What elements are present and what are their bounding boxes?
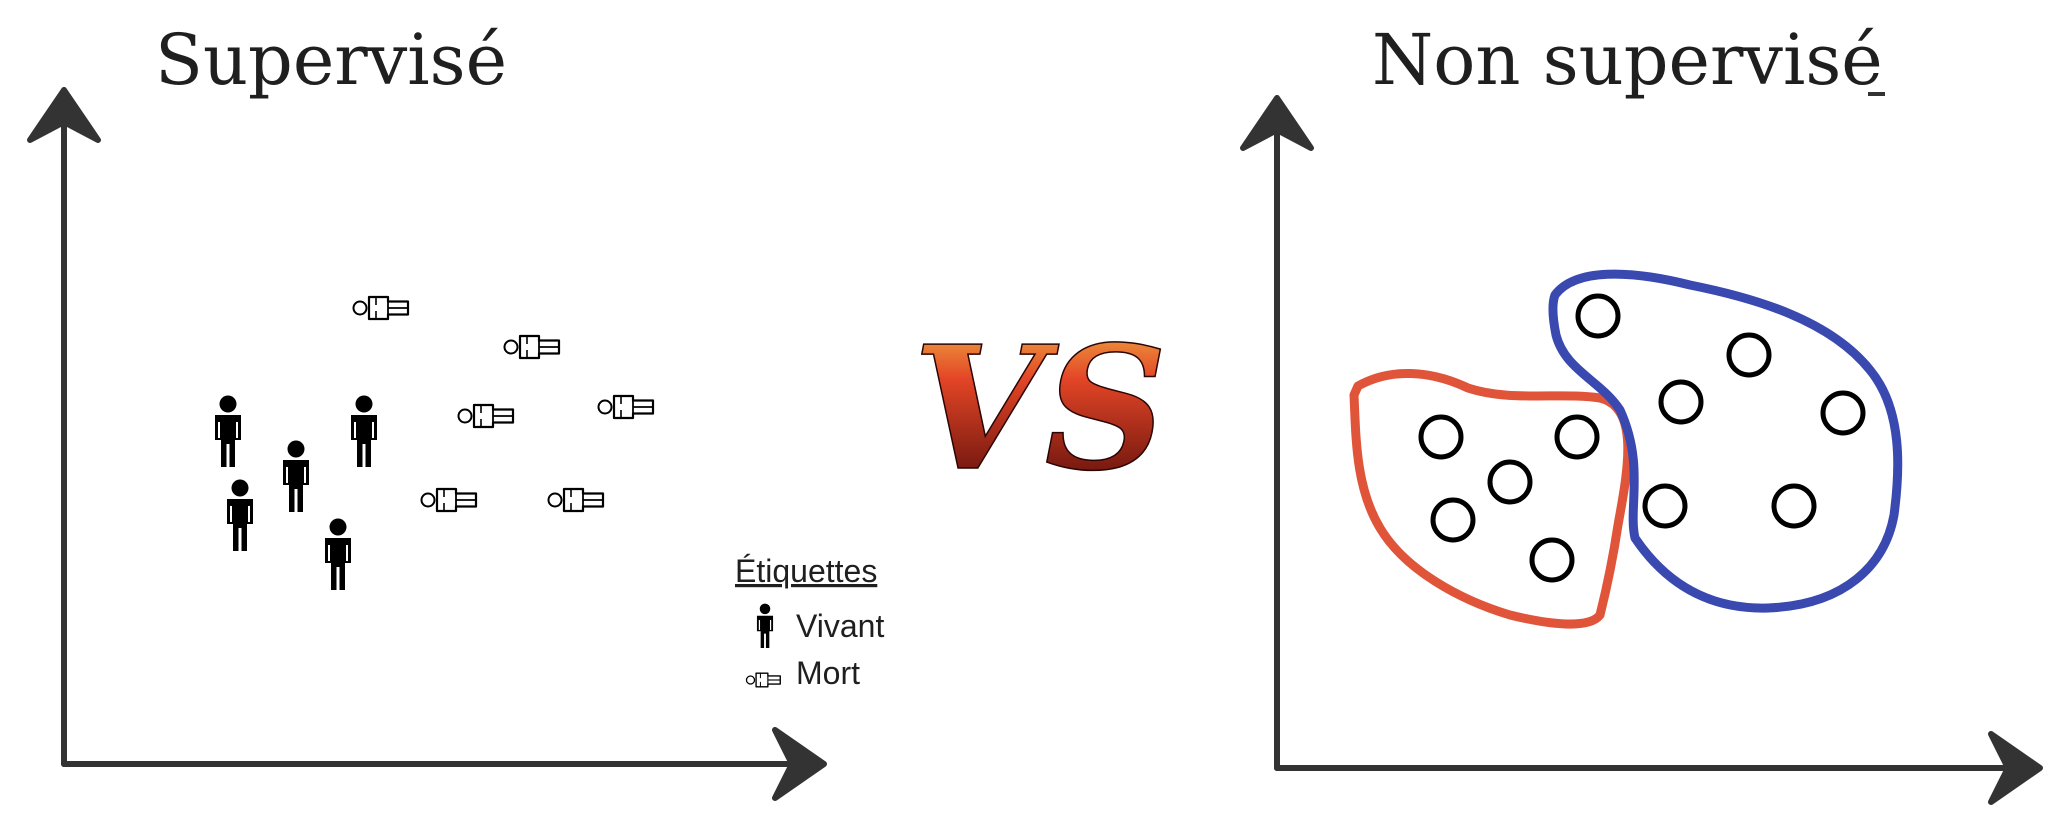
alive-points: [214, 394, 378, 591]
vs-logo: VS VS: [905, 301, 1176, 517]
lying-person-icon: [503, 334, 561, 360]
left-axes: [27, 87, 827, 801]
right-panel: Non supervisé: [1240, 19, 2043, 805]
data-point: [1430, 497, 1476, 543]
lying-person-icon: [597, 394, 655, 420]
cluster-points: [1418, 293, 1866, 583]
legend-title: Étiquettes: [735, 553, 877, 589]
vs-outline: VS: [913, 309, 1168, 509]
left-panel: Supervisé Étiquettes Vivant: [27, 19, 884, 801]
legend-label-dead: Mort: [796, 655, 860, 691]
standing-person-icon: [226, 478, 254, 552]
vs-text: VS: [913, 309, 1168, 509]
cluster-blue-outline: [1548, 269, 1903, 613]
dead-points: [352, 295, 655, 513]
right-title: Non supervisé: [1372, 19, 1883, 101]
lying-person-icon: [457, 403, 515, 429]
cluster-red-outline: [1349, 368, 1633, 629]
data-point: [1554, 414, 1600, 460]
standing-person-icon: [350, 394, 378, 468]
lying-person-icon: [547, 487, 605, 513]
right-y-arrowhead: [1240, 95, 1314, 151]
data-point: [1487, 459, 1533, 505]
data-point: [1658, 379, 1704, 425]
data-point: [1642, 483, 1688, 529]
data-point: [1771, 483, 1817, 529]
data-point: [1529, 537, 1575, 583]
legend-label-alive: Vivant: [796, 608, 884, 644]
lying-person-icon: [352, 295, 410, 321]
data-point: [1726, 332, 1772, 378]
left-x-arrowhead: [772, 727, 827, 801]
lying-person-icon: [745, 672, 781, 688]
right-x-arrowhead: [1988, 731, 2043, 805]
standing-person-icon: [214, 394, 242, 468]
lying-person-icon: [420, 487, 478, 513]
standing-person-icon: [324, 517, 352, 591]
standing-person-icon: [756, 602, 774, 649]
data-point: [1418, 414, 1464, 460]
right-axes: [1240, 95, 2043, 805]
legend: Étiquettes Vivant Mort: [735, 553, 884, 691]
left-y-arrowhead: [27, 87, 101, 143]
left-title: Supervisé: [155, 19, 507, 101]
data-point: [1575, 293, 1621, 339]
data-point: [1820, 390, 1866, 436]
standing-person-icon: [282, 439, 310, 513]
